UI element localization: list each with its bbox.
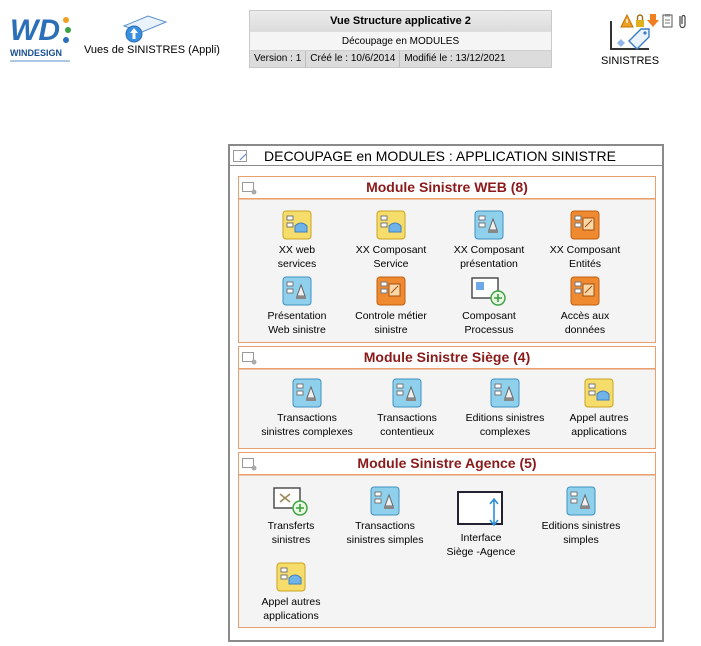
interface-icon <box>457 491 503 527</box>
domain-tag-icon[interactable] <box>609 19 653 53</box>
version-cell: Version : 1 <box>250 51 307 67</box>
component-transactions-sinistres-simples[interactable]: Transactions sinistres simples <box>339 486 431 547</box>
orange-entity-component-icon <box>570 210 600 240</box>
component-transactions-contentieux[interactable]: Transactions contentieux <box>361 378 453 439</box>
component-appel-autres-applications[interactable]: Appel autres applications <box>553 378 645 439</box>
component-interface-siege-agence[interactable]: Interface Siège -Agence <box>435 490 527 559</box>
module-body: Transferts sinistres Transactions sinist… <box>239 475 655 628</box>
windesign-logo: WD WINDESIGN <box>8 8 74 66</box>
clipboard-icon <box>662 14 673 28</box>
lock-icon <box>636 14 644 27</box>
module-corner-icon <box>242 182 257 195</box>
component-controle-metier-sinistre[interactable]: Controle métier sinistre <box>345 276 437 337</box>
arrow-down-icon <box>647 14 659 27</box>
created-cell: Créé le : 10/6/2014 <box>306 51 401 67</box>
warning-icon <box>620 13 634 28</box>
process-component-icon <box>471 277 506 306</box>
component-editions-sinistres-simples[interactable]: Editions sinistres simples <box>535 486 627 547</box>
modified-cell: Modifié le : 13/12/2021 <box>404 53 506 64</box>
view-info-panel: Vue Structure applicative 2 Découpage en… <box>249 10 552 68</box>
yellow-service-component-icon <box>376 210 406 240</box>
blue-presentation-component-icon <box>566 486 596 516</box>
module-sinistre-web[interactable]: Module Sinistre WEB (8) XX web services … <box>238 176 656 343</box>
view-upload-icon[interactable] <box>118 14 168 44</box>
module-corner-icon <box>242 352 257 365</box>
component-xx-web-services[interactable]: XX web services <box>251 210 343 271</box>
module-corner-icon <box>242 458 257 471</box>
svg-text:WINDESIGN: WINDESIGN <box>10 48 62 58</box>
diagram-title: DECOUPAGE en MODULES : APPLICATION SINIS… <box>230 146 662 166</box>
orange-entity-component-icon <box>570 276 600 306</box>
blue-presentation-component-icon <box>392 378 422 408</box>
module-title: Module Sinistre Agence (5) <box>239 453 655 475</box>
component-transactions-sinistres-complexes[interactable]: Transactions sinistres complexes <box>261 378 353 439</box>
domain-label: SINISTRES <box>601 55 660 67</box>
orange-entity-component-icon <box>376 276 406 306</box>
module-sinistre-siege[interactable]: Module Sinistre Siège (4) Transactions s… <box>238 346 656 449</box>
info-subtitle: Découpage en MODULES <box>250 31 551 50</box>
component-presentation-web-sinistre[interactable]: Présentation Web sinistre <box>251 276 343 337</box>
yellow-service-component-icon <box>584 378 614 408</box>
status-icons <box>620 12 698 30</box>
paperclip-icon <box>679 14 686 29</box>
blue-presentation-component-icon <box>292 378 322 408</box>
yellow-service-component-icon <box>276 562 306 592</box>
blue-presentation-component-icon <box>282 276 312 306</box>
module-sinistre-agence[interactable]: Module Sinistre Agence (5) Transferts si… <box>238 452 656 628</box>
component-xx-composant-entites[interactable]: XX Composant Entités <box>539 210 631 271</box>
module-title: Module Sinistre WEB (8) <box>239 177 655 199</box>
view-name[interactable]: Vues de SINISTRES (Appli) <box>84 44 220 56</box>
blue-presentation-component-icon <box>370 486 400 516</box>
transfer-process-icon <box>273 487 308 516</box>
yellow-service-component-icon <box>282 210 312 240</box>
module-body: XX web services XX Composant Service XX … <box>239 199 655 343</box>
component-editions-sinistres-complexes[interactable]: Editions sinistres complexes <box>459 378 551 439</box>
component-xx-composant-service[interactable]: XX Composant Service <box>345 210 437 271</box>
svg-text:WD: WD <box>10 14 60 47</box>
component-composant-processus[interactable]: Composant Processus <box>443 276 535 337</box>
module-body: Transactions sinistres complexes Transac… <box>239 369 655 449</box>
diagram-frame: DECOUPAGE en MODULES : APPLICATION SINIS… <box>228 144 664 642</box>
info-meta-row: Version : 1 Créé le : 10/6/2014 Modifié … <box>250 50 551 67</box>
blue-presentation-component-icon <box>490 378 520 408</box>
info-title: Vue Structure applicative 2 <box>250 11 551 31</box>
package-corner-icon <box>233 150 247 162</box>
component-transferts-sinistres[interactable]: Transferts sinistres <box>245 486 337 547</box>
module-title: Module Sinistre Siège (4) <box>239 347 655 369</box>
component-appel-autres-applications[interactable]: Appel autres applications <box>245 562 337 623</box>
component-xx-composant-presentation[interactable]: XX Composant présentation <box>443 210 535 271</box>
component-acces-aux-donnees[interactable]: Accès aux données <box>539 276 631 337</box>
blue-presentation-component-icon <box>474 210 504 240</box>
